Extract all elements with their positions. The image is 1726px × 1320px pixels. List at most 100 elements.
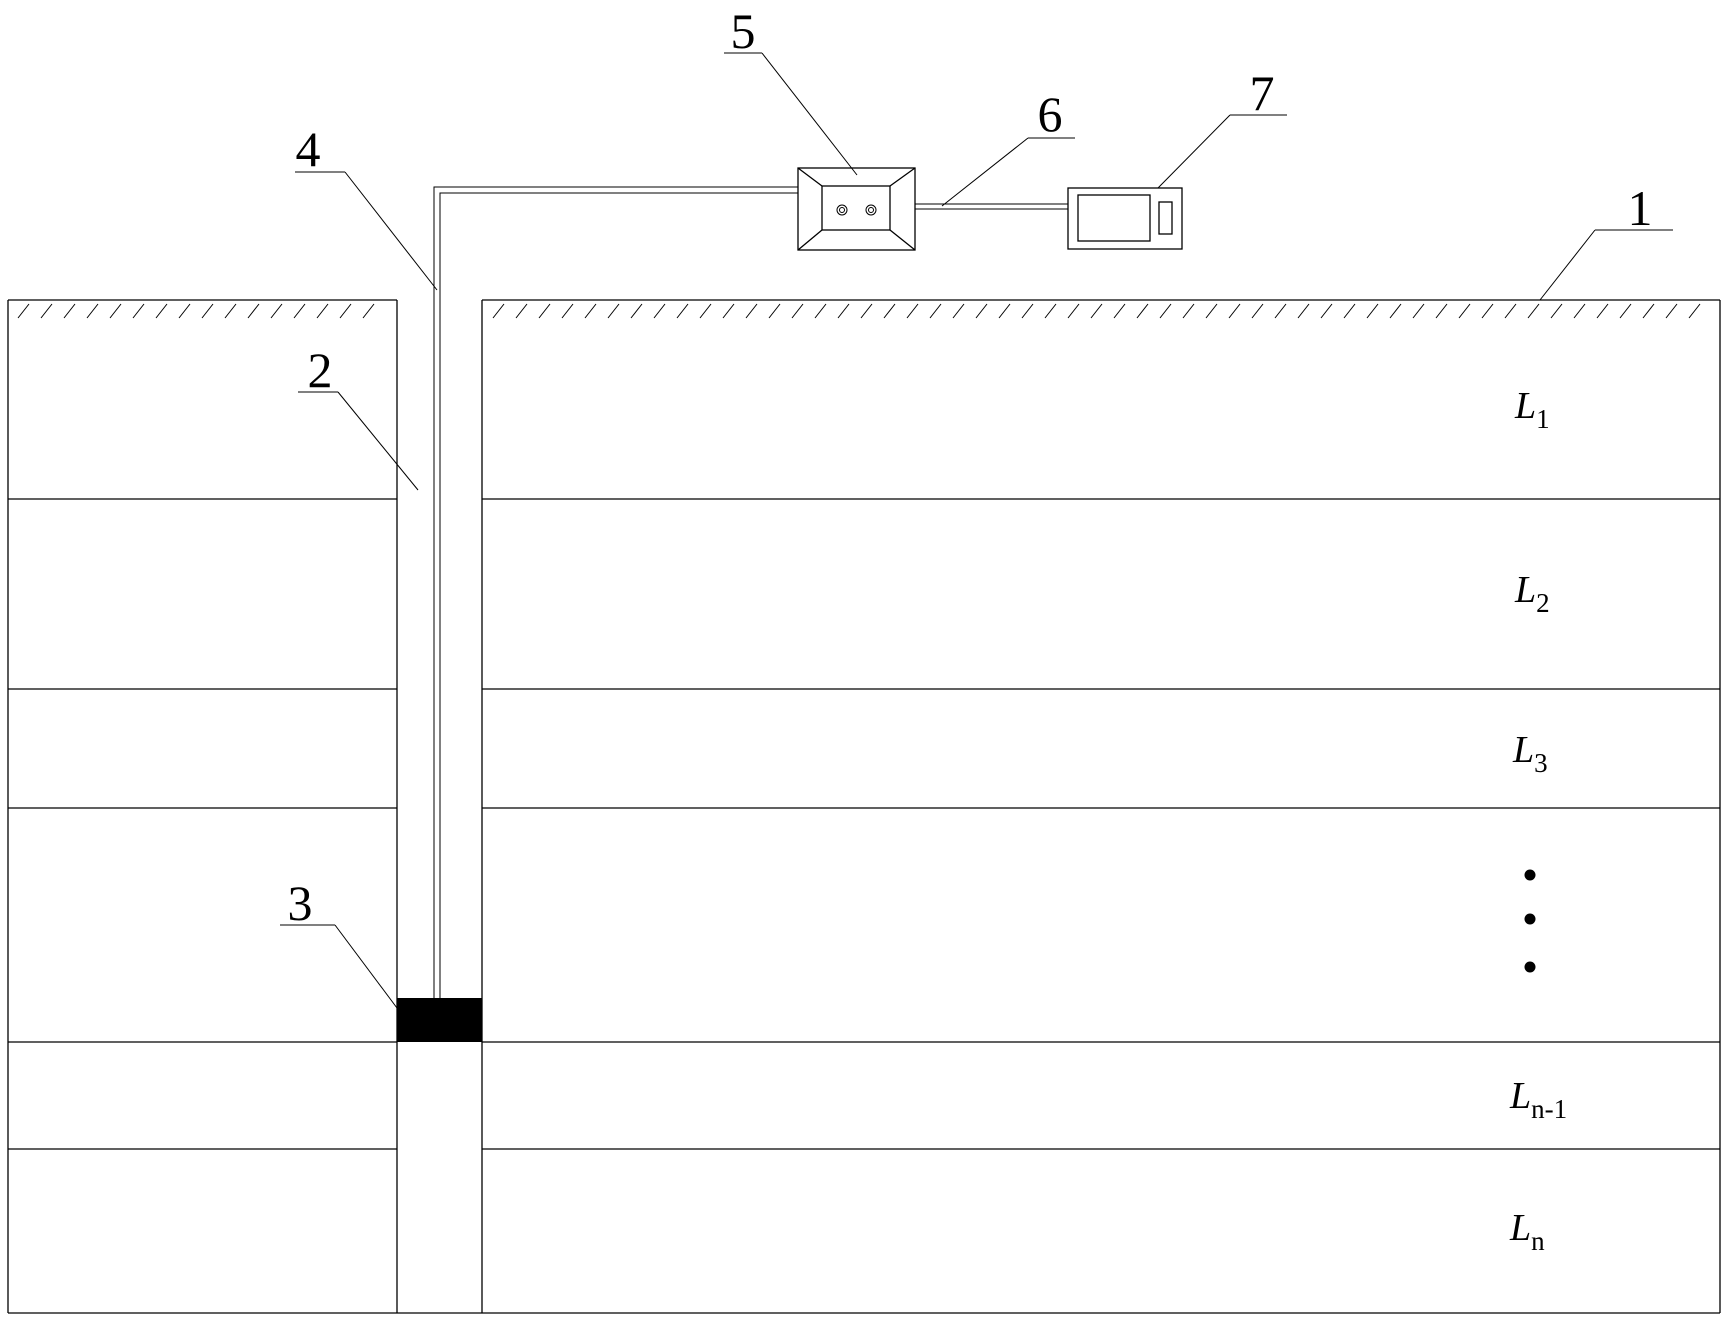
connector-port-icon [866,205,876,215]
hatch-tick [562,304,573,318]
hatch-tick [1344,304,1355,318]
callout-3: 3 [288,875,313,931]
hatch-tick [1597,304,1608,318]
hatch-tick [1045,304,1056,318]
hatch-tick [1321,304,1332,318]
layer-label-sub: 1 [1536,404,1550,434]
layer-label-n: Ln [1509,1207,1545,1256]
callout-2: 2 [308,342,333,398]
layer-label-base: L [1514,569,1536,611]
layer-label-base: L [1512,729,1534,771]
hatch-tick [271,304,282,318]
hatch-tick [1160,304,1171,318]
ellipsis-dots [1525,870,1536,973]
hatch-tick [746,304,757,318]
hatch-tick [1551,304,1562,318]
hatch-tick [700,304,711,318]
hatch-tick [1413,304,1424,318]
hatch-tick [815,304,826,318]
hatch-tick [340,304,351,318]
ground-surface [8,300,1720,318]
hatch-tick [1275,304,1286,318]
hatch-tick [41,304,52,318]
hatch-tick [1298,304,1309,318]
callout-7: 7 [1250,65,1275,121]
callout-4: 4 [296,121,321,177]
readout-device [1068,188,1182,249]
cable [434,187,798,998]
hatch-tick [1022,304,1033,318]
layer-label-base: L [1509,1075,1531,1117]
hatch-tick [792,304,803,318]
ground-hatching-left [18,304,374,318]
junction-box [798,168,915,250]
hatch-tick [1367,304,1378,318]
hatch-tick [907,304,918,318]
layer-label-n-1: Ln-1 [1509,1075,1567,1124]
hatch-tick [585,304,596,318]
layer-label-1: L1 [1514,385,1550,434]
hatch-tick [1183,304,1194,318]
hatch-tick [248,304,259,318]
hatch-tick [1206,304,1217,318]
layer-label-sub: 2 [1536,588,1550,618]
hatch-tick [999,304,1010,318]
layer-label-3: L3 [1512,729,1548,778]
hatch-tick [202,304,213,318]
hatch-tick [1390,304,1401,318]
hatch-tick [677,304,688,318]
hatch-tick [976,304,987,318]
layer-label-base: L [1514,385,1536,427]
layer-label-sub: 3 [1534,748,1548,778]
layer-labels: L1 L2 L3 Ln-1 Ln [1509,385,1567,1256]
ground-hatching-right [493,304,1700,318]
callout-6: 6 [1038,86,1063,142]
hatch-tick [1620,304,1631,318]
sensor-block [397,998,482,1042]
hatch-tick [838,304,849,318]
layer-label-sub: n [1531,1226,1545,1256]
hatch-tick [516,304,527,318]
hatch-tick [1252,304,1263,318]
hatch-tick [1482,304,1493,318]
hatch-tick [1436,304,1447,318]
hatch-tick [317,304,328,318]
connector-port-icon [837,205,847,215]
hatch-tick [87,304,98,318]
hatch-tick [1574,304,1585,318]
hatch-tick [18,304,29,318]
hatch-tick [631,304,642,318]
hatch-tick [1666,304,1677,318]
hatch-tick [539,304,550,318]
hatch-tick [930,304,941,318]
hatch-tick [1091,304,1102,318]
hatch-tick [953,304,964,318]
hatch-tick [64,304,75,318]
hatch-tick [1459,304,1470,318]
layer-label-base: L [1509,1207,1531,1249]
callout-5: 5 [731,3,756,59]
hatch-tick [363,304,374,318]
hatch-tick [1114,304,1125,318]
callout-leaders [280,53,1673,1008]
hatch-tick [723,304,734,318]
callout-1: 1 [1628,180,1653,236]
hatch-tick [156,304,167,318]
layer-label-sub: n-1 [1531,1094,1567,1124]
hatch-tick [294,304,305,318]
soil-frame [8,300,1720,1313]
hatch-tick [769,304,780,318]
data-line [915,204,1068,209]
hatch-tick [608,304,619,318]
hatch-tick [1528,304,1539,318]
hatch-tick [493,304,504,318]
hatch-tick [179,304,190,318]
hatch-tick [1068,304,1079,318]
layer-label-2: L2 [1514,569,1550,618]
hatch-tick [654,304,665,318]
hatch-tick [861,304,872,318]
hatch-tick [1505,304,1516,318]
hatch-tick [1689,304,1700,318]
hatch-tick [1137,304,1148,318]
